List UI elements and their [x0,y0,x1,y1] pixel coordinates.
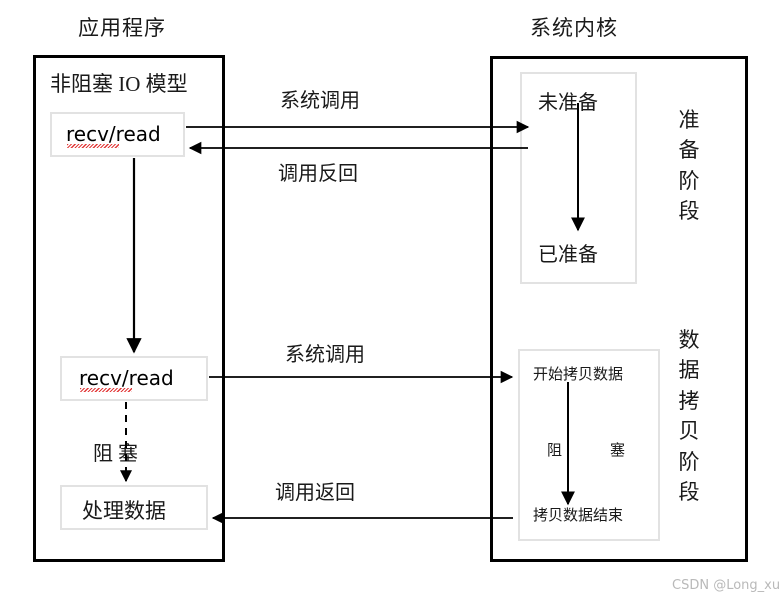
copy-char-5: 段 [678,480,700,505]
prepare-char-2: 阶 [678,168,700,193]
edge-label-syscall-1: 系统调用 [280,90,360,112]
recv-read-label-1: recv/read [66,122,161,146]
spellcheck-squiggle-icon [67,144,119,148]
spellcheck-squiggle-icon [80,388,132,392]
process-data-box[interactable]: 处理数据 [60,485,208,530]
application-heading: 应用程序 [78,16,166,40]
state-copy-end: 拷贝数据结束 [533,508,624,524]
copy-char-2: 拷 [678,388,700,413]
prepare-char-0: 准 [678,108,700,132]
edge-label-syscall-2: 系统调用 [285,344,365,366]
copy-blocking-label-right: 塞 [610,443,626,459]
copy-char-3: 贝 [678,419,700,444]
copy-char-1: 据 [678,358,700,383]
recv-read-box-2[interactable]: recv/read [60,356,208,401]
model-title: 非阻塞 IO 模型 [50,72,188,96]
app-blocking-label: 阻 塞 [93,443,138,465]
copy-stage-box[interactable]: 开始拷贝数据 阻 塞 拷贝数据结束 [518,349,660,541]
process-data-label: 处理数据 [82,499,166,523]
recv-read-label-2: recv/read [79,366,174,390]
edge-label-return-2: 调用返回 [275,482,355,504]
copy-char-0: 数 [678,328,700,352]
state-ready: 已准备 [538,244,598,266]
edge-label-return-1: 调用反回 [278,163,358,185]
kernel-heading: 系统内核 [530,16,618,40]
recv-read-box-1[interactable]: recv/read [50,112,185,157]
state-not-ready: 未准备 [538,92,598,114]
copy-char-4: 阶 [678,449,700,474]
prepare-char-1: 备 [678,138,700,163]
copy-blocking-label-left: 阻 [547,443,563,459]
prepare-stage-vertical-label: 准 备 阶 段 [676,105,702,227]
state-copy-start: 开始拷贝数据 [533,367,624,383]
watermark: CSDN @Long_xu [672,578,781,593]
prepare-char-3: 段 [678,199,700,224]
prepare-stage-box[interactable]: 未准备 已准备 [520,72,637,284]
copy-stage-vertical-label: 数 据 拷 贝 阶 段 [676,325,702,508]
application-container [33,55,225,562]
kernel-container [490,56,748,562]
